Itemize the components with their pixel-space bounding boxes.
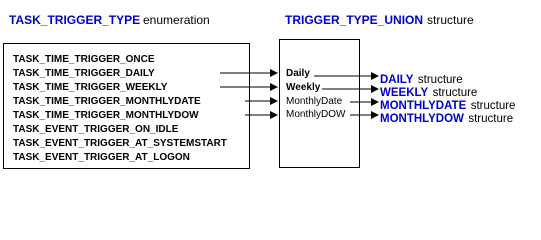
target-weekly: WEEKLY structure xyxy=(380,84,477,100)
target-name: DAILY xyxy=(380,74,414,86)
union-member-monthlydow: MonthlyDOW xyxy=(286,109,346,120)
enum-item: TASK_TIME_TRIGGER_ONCE xyxy=(13,54,155,65)
target-name: MONTHLYDOW xyxy=(380,113,464,125)
target-monthlydow: MONTHLYDOW structure xyxy=(380,110,513,126)
union-title: TRIGGER_TYPE_UNION xyxy=(285,13,424,27)
target-kind: structure xyxy=(432,87,478,99)
enum-item: TASK_TIME_TRIGGER_WEEKLY xyxy=(13,82,168,93)
enum-item: TASK_EVENT_TRIGGER_AT_LOGON xyxy=(13,152,190,163)
target-name: WEEKLY xyxy=(380,87,429,99)
target-name: MONTHLYDATE xyxy=(380,100,467,112)
enum-item: TASK_EVENT_TRIGGER_AT_SYSTEMSTART xyxy=(13,138,227,149)
target-kind: structure xyxy=(417,74,463,86)
union-member-daily: Daily xyxy=(286,68,310,79)
union-kind-label: structure xyxy=(427,13,474,27)
enum-item: TASK_TIME_TRIGGER_MONTHLYDATE xyxy=(13,96,201,107)
union-box: Daily Weekly MonthlyDate MonthlyDOW xyxy=(279,39,360,168)
target-kind: structure xyxy=(470,100,516,112)
enum-item: TASK_EVENT_TRIGGER_ON_IDLE xyxy=(13,124,179,135)
enum-title: TASK_TRIGGER_TYPE xyxy=(9,13,141,27)
enum-kind-label: enumeration xyxy=(143,13,210,27)
arrows-layer xyxy=(220,69,379,119)
enum-item: TASK_TIME_TRIGGER_MONTHLYDOW xyxy=(13,110,199,121)
union-member-weekly: Weekly xyxy=(286,82,321,93)
target-kind: structure xyxy=(468,113,514,125)
target-daily: DAILY structure xyxy=(380,71,463,87)
enum-box: TASK_TIME_TRIGGER_ONCE TASK_TIME_TRIGGER… xyxy=(3,43,250,169)
enum-item: TASK_TIME_TRIGGER_DAILY xyxy=(13,68,155,79)
target-monthlydate: MONTHLYDATE structure xyxy=(380,97,515,113)
union-member-monthlydate: MonthlyDate xyxy=(286,96,343,107)
